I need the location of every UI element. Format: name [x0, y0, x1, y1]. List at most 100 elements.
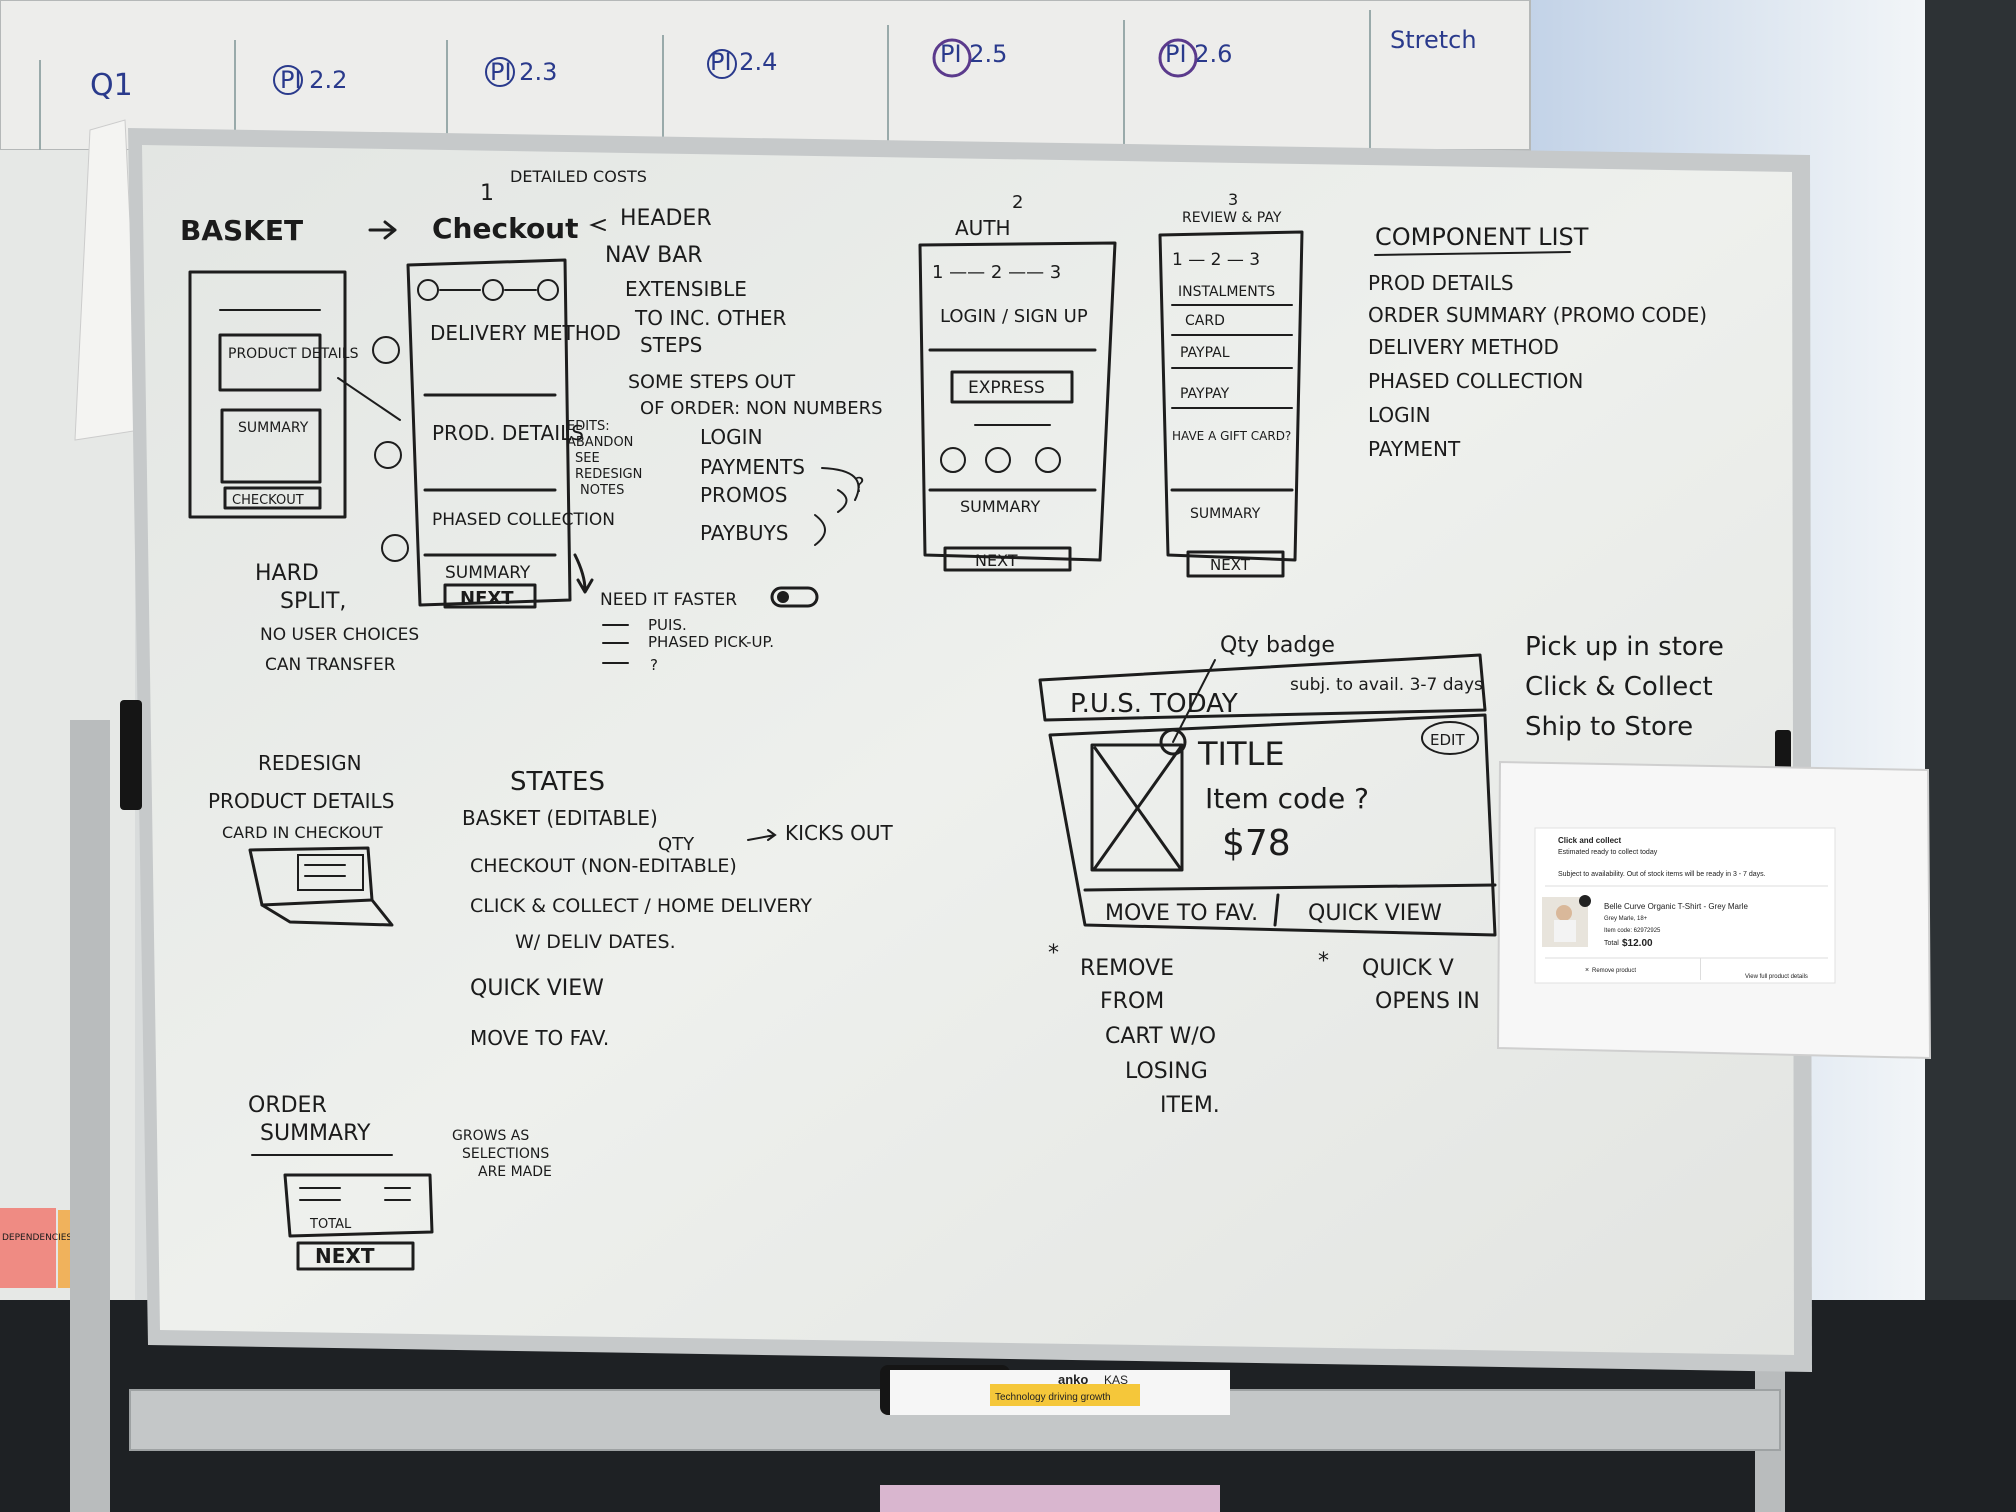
sticky-note-pink [0, 1208, 56, 1288]
auth-next: NEXT [975, 551, 1018, 570]
printout-total-value: $12.00 [1622, 938, 1653, 949]
component-list-title: COMPONENT LIST [1375, 223, 1589, 251]
pus-option: PUIS. [648, 616, 687, 634]
redesign-title-line: PRODUCT DETAILS [208, 789, 394, 813]
card-move-to-fav: MOVE TO FAV. [1105, 901, 1258, 926]
redesign-title-line: REDESIGN [258, 751, 362, 775]
states-list: STATES BASKET (EDITABLE) CHECKOUT (NON-E… [462, 767, 894, 1050]
brand-name-2: KAS [1104, 1373, 1128, 1387]
auth-login-signup: LOGIN / SIGN UP [940, 306, 1088, 327]
checkout-step-number: 1 [480, 181, 494, 206]
pus-today-label: P.U.S. TODAY [1070, 689, 1238, 719]
review-card: CARD [1185, 313, 1225, 329]
review-gift-card: HAVE A GIFT CARD? [1172, 429, 1291, 443]
header-note: HEADER [620, 206, 712, 231]
component-list-item: DELIVERY METHOD [1368, 335, 1559, 359]
bottom-sign: anko KAS Technology driving growth [890, 1370, 1230, 1415]
column-pi-2-5: PI 2.5 [940, 40, 1007, 68]
detailed-costs-label: DETAILED COSTS [510, 167, 647, 186]
qty-badge-value: 1 [1582, 899, 1586, 906]
review-step-number: 3 [1228, 190, 1238, 209]
kicks-out-label: KICKS OUT [785, 821, 894, 845]
brand-name: anko [1058, 1372, 1088, 1387]
basket-title: BASKET [180, 214, 303, 247]
pi-planning-board: Q1 PI 2.2 PI 2.3 PI 2.4 PI 2.5 PI 2.6 St… [0, 0, 1531, 151]
remove-note-line: REMOVE [1080, 956, 1174, 981]
checkout-title: Checkout [432, 212, 579, 245]
basket-summary: SUMMARY [238, 420, 309, 436]
nav-note-line: PAYMENTS [700, 455, 805, 479]
card-quick-view: QUICK VIEW [1308, 901, 1442, 926]
nav-bar-notes: HEADER NAV BAR EXTENSIBLE TO INC. OTHER … [567, 206, 883, 546]
grows-note-line: SELECTIONS [462, 1146, 549, 1162]
hard-split-line: SPLIT, [280, 589, 346, 614]
quick-view-note-star: * [1318, 949, 1329, 974]
nav-bar-title: NAV BAR [605, 243, 703, 268]
printout-remove-product: Remove product [1592, 968, 1636, 974]
nav-note-line: EXTENSIBLE [625, 277, 747, 301]
delivery-options: Pick up in store Click & Collect Ship to… [1525, 632, 1724, 742]
printout-variant: Grey Marle, 18+ [1604, 916, 1648, 922]
review-paypal: PAYPAL [1180, 345, 1230, 361]
delivery-option: Ship to Store [1525, 712, 1693, 742]
edits-note-line: REDESIGN [575, 467, 642, 482]
question-mark: ? [854, 473, 865, 497]
checkout-prod-details: PROD. DETAILS [432, 421, 584, 445]
basket-product-details: PRODUCT DETAILS [228, 346, 359, 362]
auth-step-indicator: 1 —— 2 —— 3 [932, 262, 1061, 283]
state-item: W/ DELIV DATES. [515, 931, 676, 953]
need-it-faster-label: NEED IT FASTER [600, 590, 737, 610]
auth-sketch: 2 AUTH 1 —— 2 —— 3 LOGIN / SIGN UP EXPRE… [918, 192, 1117, 572]
printout-title: Click and collect [1558, 836, 1621, 845]
state-item: CLICK & COLLECT / HOME DELIVERY [470, 895, 812, 917]
review-next: NEXT [1210, 556, 1251, 574]
subj-avail-label: subj. to avail. 3-7 days [1290, 675, 1483, 695]
edits-note-line: EDITS: [567, 419, 610, 434]
order-summary-next: NEXT [315, 1244, 375, 1268]
edits-note-line: SEE [575, 451, 600, 466]
order-summary-title-line: SUMMARY [260, 1121, 371, 1146]
redesign-title-line: CARD IN CHECKOUT [222, 823, 383, 842]
component-list-item: PHASED COLLECTION [1368, 369, 1583, 393]
hard-split-line: NO USER CHOICES [260, 625, 419, 645]
nav-note-line: TO INC. OTHER [634, 306, 786, 330]
remove-note-star: * [1048, 941, 1059, 966]
sticky-note-label: DEPENDENCIES [2, 1233, 72, 1243]
printed-mockup: Click and collect Estimated ready to col… [1496, 760, 1932, 1060]
states-title: STATES [510, 767, 605, 797]
order-summary-title-line: ORDER [248, 1093, 327, 1118]
review-summary: SUMMARY [1190, 506, 1261, 522]
auth-step-number: 2 [1012, 192, 1023, 213]
auth-title: AUTH [955, 216, 1011, 240]
order-summary-total: TOTAL [309, 1217, 352, 1232]
component-list-item: PROD DETAILS [1368, 271, 1514, 295]
review-step-indicator: 1 — 2 — 3 [1172, 250, 1260, 270]
state-item: BASKET (EDITABLE) [462, 806, 658, 830]
brand-tagline: Technology driving growth [995, 1392, 1111, 1403]
column-q1: Q1 [90, 68, 133, 103]
checkout-next: NEXT [460, 588, 514, 609]
need-it-faster-note: NEED IT FASTER PUIS. PHASED PICK-UP. ? [600, 586, 819, 674]
checkout-sketch: 1 DETAILED COSTS Checkout DELIVERY METHO… [372, 167, 647, 609]
review-title: REVIEW & PAY [1182, 210, 1282, 226]
redesign-product-details: REDESIGN PRODUCT DETAILS CARD IN CHECKOU… [208, 751, 394, 927]
checkout-phased-collection: PHASED COLLECTION [432, 510, 615, 530]
remove-note-line: CART W/O [1105, 1024, 1216, 1049]
edits-note-line: NOTES [580, 483, 624, 498]
checkout-summary: SUMMARY [445, 563, 531, 583]
product-card-sketch: Qty badge P.U.S. TODAY subj. to avail. 3… [1038, 633, 1497, 937]
edits-note-line: ABANDON [567, 435, 633, 450]
remove-note: * REMOVE FROM CART W/O LOSING ITEM. * QU… [1048, 941, 1480, 1118]
hard-split-note: HARD SPLIT, NO USER CHOICES CAN TRANSFER [255, 561, 419, 675]
remove-icon: × [1585, 967, 1589, 974]
card-title: TITLE [1197, 735, 1285, 773]
nav-note-line: STEPS [640, 333, 702, 357]
review-instalments: INSTALMENTS [1178, 284, 1275, 300]
nav-note-line: SOME STEPS OUT [628, 371, 796, 393]
quick-view-note-line: OPENS IN [1375, 989, 1480, 1014]
pus-option: PHASED PICK-UP. [648, 633, 774, 651]
column-stretch: Stretch [1390, 26, 1477, 54]
card-item-code: Item code ? [1205, 782, 1369, 815]
component-list-item: PAYMENT [1368, 437, 1461, 461]
